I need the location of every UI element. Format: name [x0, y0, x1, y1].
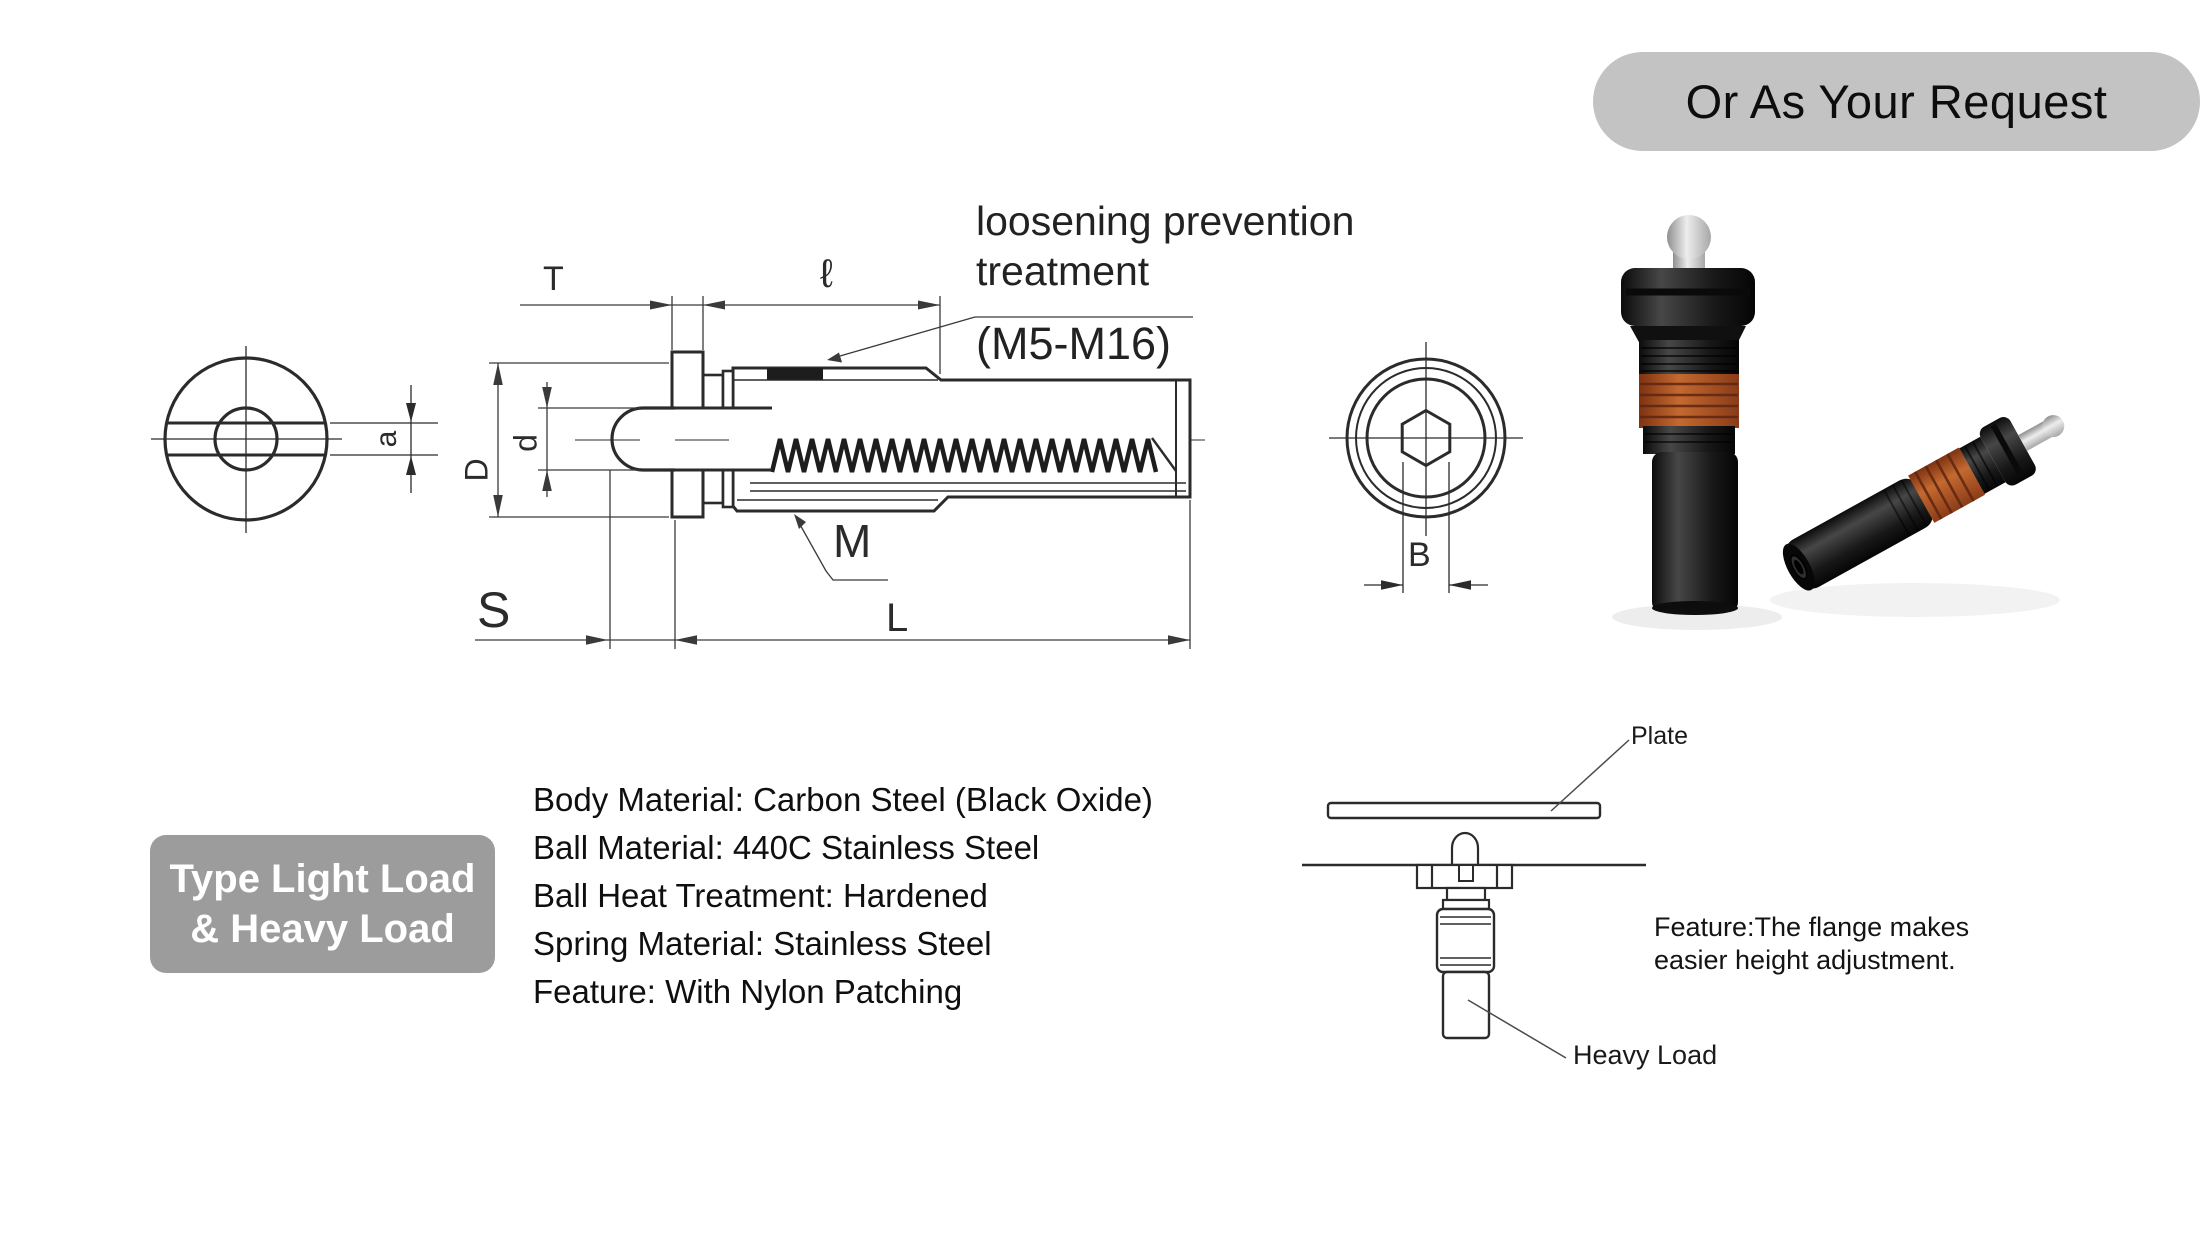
feature-note-line-2: easier height adjustment.	[1654, 945, 1956, 975]
thread-range-label: (M5-M16)	[976, 318, 1172, 369]
side-view	[475, 296, 1205, 649]
nylon-patch-band-2	[1908, 447, 1986, 523]
dim-label-M: M	[833, 515, 872, 567]
dim-S-L	[475, 470, 1191, 649]
leader-M	[794, 514, 888, 581]
annotation-line-1: loosening prevention	[976, 198, 1355, 244]
plate-shape	[1326, 801, 1602, 820]
tilted-plunger	[1782, 415, 2065, 591]
custom-request-badge: Or As Your Request	[1593, 52, 2200, 151]
ball-pin-shape	[1450, 831, 1480, 865]
install-diagram	[1302, 739, 1646, 1059]
product-photo	[1612, 215, 2065, 630]
spec-line: Ball Material: 440C Stainless Steel	[533, 829, 1040, 866]
dim-D	[489, 362, 669, 518]
spec-line: Feature: With Nylon Patching	[533, 973, 963, 1010]
feature-note-line-1: Feature:The flange makes	[1654, 912, 1970, 942]
spec-line: Ball Heat Treatment: Hardened	[533, 877, 988, 914]
spec-line: Body Material: Carbon Steel (Black Oxide…	[533, 781, 1153, 818]
thread-patch	[767, 368, 823, 380]
spring-coil	[769, 438, 1159, 473]
type-load-box: Type Light Load & Heavy Load	[150, 835, 495, 973]
nylon-patch-band	[1639, 374, 1739, 428]
annotation-line-2: treatment	[976, 248, 1150, 294]
dim-label-a: a	[370, 430, 403, 448]
heavy-load-label: Heavy Load	[1573, 1040, 1718, 1070]
front-view	[151, 346, 438, 533]
hex-view	[1329, 342, 1523, 593]
type-load-line-2: & Heavy Load	[190, 907, 455, 951]
dim-T-l	[520, 296, 941, 374]
dim-label-S: S	[477, 582, 511, 638]
dim-d	[538, 382, 640, 497]
type-load-line-1: Type Light Load	[169, 857, 476, 901]
heavy-load-body-shape	[1441, 970, 1491, 1040]
dim-label-L: L	[886, 596, 909, 640]
dim-label-B: B	[1408, 536, 1431, 574]
plunger-flange	[1621, 268, 1755, 326]
threaded-stem-shape	[1435, 907, 1496, 974]
loosening-annotation: loosening prevention treatment	[976, 196, 1354, 296]
dim-label-d: d	[507, 434, 544, 452]
spec-line: Spring Material: Stainless Steel	[533, 925, 992, 962]
dim-label-l: ℓ	[820, 252, 833, 296]
plunger-body	[1652, 452, 1738, 612]
dim-label-D: D	[458, 458, 495, 482]
plate-label: Plate	[1631, 722, 1688, 750]
feature-note: Feature:The flange makes easier height a…	[1654, 911, 1969, 977]
upright-plunger	[1621, 215, 1755, 615]
specs-list: Body Material: Carbon Steel (Black Oxide…	[533, 776, 1153, 1016]
dim-label-T: T	[543, 260, 564, 298]
leader-annotation	[827, 316, 1193, 363]
